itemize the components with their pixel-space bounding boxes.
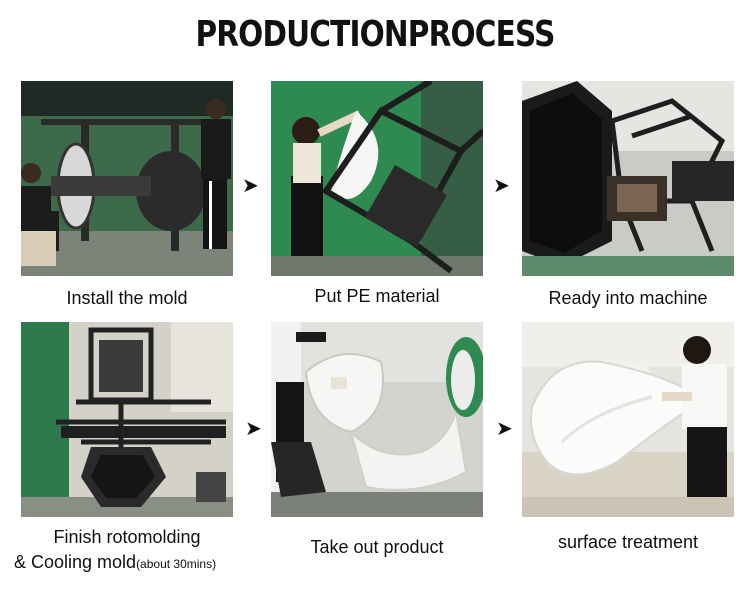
step-caption-ready-into-machine: Ready into machine	[548, 288, 708, 308]
arrow-right-icon: ➤	[493, 173, 510, 197]
cooling-mold-rig-photo	[21, 322, 233, 517]
step-caption-cooling-mold: & Cooling mold(about 30mins)	[14, 552, 254, 573]
caption-duration-note: (about 30mins)	[136, 557, 217, 571]
step-caption-take-out-product: Take out product	[310, 537, 444, 557]
step-caption-put-pe-material: Put PE material	[314, 286, 440, 306]
page-title: PRODUCTIONPROCESS	[195, 14, 555, 55]
step-caption-finish-rotomolding: Finish rotomolding	[53, 527, 201, 547]
worker-demolding-product-photo	[271, 322, 483, 517]
arrow-right-icon: ➤	[242, 173, 259, 197]
caption-main-text: & Cooling mold	[14, 552, 137, 572]
workers-installing-mold-photo	[21, 81, 233, 276]
worker-loading-pe-material-photo	[271, 81, 483, 276]
worker-finishing-product-photo	[522, 322, 734, 517]
arrow-right-icon: ➤	[496, 416, 513, 440]
arrow-right-icon: ➤	[245, 416, 262, 440]
mold-entering-oven-photo	[522, 81, 734, 276]
step-caption-install-mold: Install the mold	[66, 288, 188, 308]
step-caption-surface-treatment: surface treatment	[557, 532, 699, 552]
